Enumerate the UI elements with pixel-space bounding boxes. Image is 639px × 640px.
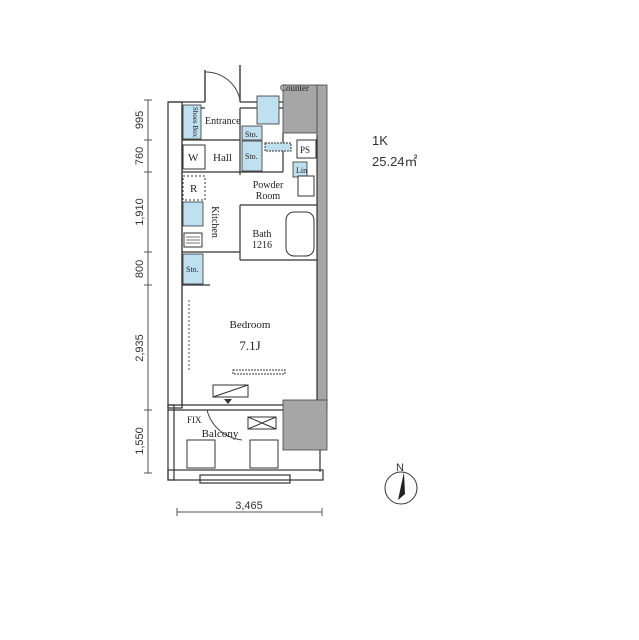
vertical-dimension-line	[144, 99, 152, 474]
storage-3-box	[182, 253, 204, 285]
structural-walls	[282, 84, 328, 451]
fixtures	[182, 95, 308, 285]
label-balcony: Balcony	[202, 428, 239, 440]
storage-1-box	[241, 125, 263, 141]
unit-type: 1K	[372, 133, 388, 148]
label-storage-1: Sto.	[245, 130, 258, 139]
label-washer: W	[188, 152, 199, 164]
dim-1910: 1,910	[134, 198, 146, 226]
ps-box	[296, 139, 317, 159]
label-bedroom: Bedroom	[230, 319, 271, 331]
horizontal-dimension-line	[176, 508, 323, 516]
dim-760: 760	[134, 147, 146, 165]
shoes-box	[182, 104, 202, 140]
svg-text:N: N	[396, 462, 404, 474]
label-bath-size: 1216	[252, 240, 272, 251]
label-refrigerator: R	[190, 183, 198, 195]
walls	[167, 101, 324, 484]
unit-area: 25.24㎡	[372, 154, 418, 169]
label-kitchen: Kitchen	[209, 206, 220, 238]
dim-800: 800	[134, 260, 146, 278]
vanity	[264, 142, 292, 152]
label-linen: Lin	[296, 166, 307, 175]
air-conditioner	[232, 369, 286, 375]
north-compass-icon: N	[384, 462, 418, 505]
bathtub	[285, 211, 315, 257]
label-counter: Counter	[280, 83, 309, 93]
balcony-unit-right	[249, 439, 279, 469]
dim-3465: 3,465	[235, 500, 263, 512]
label-storage-3: Sto.	[186, 265, 199, 274]
dim-1550: 1,550	[134, 427, 146, 455]
label-storage-2: Sto.	[245, 152, 258, 161]
label-shoes-box: Shoes Box	[191, 107, 199, 138]
refrigerator-box	[182, 175, 206, 201]
arrow-marker	[224, 399, 232, 404]
dim-995: 995	[134, 111, 146, 129]
stove-burners	[186, 236, 200, 244]
label-entrance: Entrance	[205, 116, 241, 127]
storage-2-box	[241, 140, 263, 172]
label-bedroom-size: 7.1J	[239, 338, 260, 353]
dim-2935: 2,935	[134, 334, 146, 362]
counter-fixture	[256, 95, 280, 125]
sink	[182, 201, 204, 227]
label-ps: PS	[300, 145, 310, 155]
label-hall: Hall	[213, 152, 232, 164]
balcony-door-swing[interactable]	[206, 409, 243, 441]
balcony-unit-left	[186, 439, 216, 469]
washer-box	[182, 144, 206, 170]
entrance-door[interactable]	[204, 71, 241, 102]
toilet	[297, 175, 315, 197]
label-bath: Bath	[253, 229, 272, 240]
label-fix: FIX	[187, 415, 202, 425]
label-powder-room-2: Room	[256, 191, 281, 202]
label-powder-room: Powder	[253, 180, 284, 191]
